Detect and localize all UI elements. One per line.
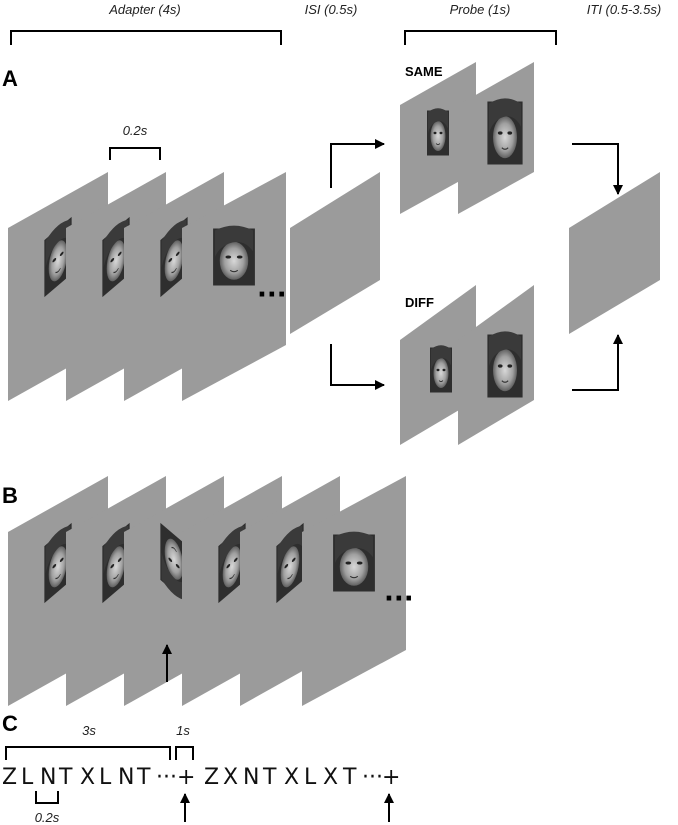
panel-b-frames [8, 476, 406, 706]
seq2-letter: L [304, 765, 317, 790]
isi-label: ISI (0.5s) [305, 2, 358, 17]
seq2-letter: T [342, 765, 357, 790]
seq2-letter: X [323, 765, 338, 790]
iti-label: ITI (0.5-3.5s) [587, 2, 661, 17]
seq1-letter: N [40, 765, 56, 790]
same-label: SAME [405, 64, 443, 79]
diff-probe-frame [458, 285, 534, 445]
seq2-target: + [382, 765, 400, 790]
diff-to-iti-arrow [572, 334, 623, 391]
adapter-label: Adapter (4s) [108, 2, 181, 17]
panel-b-label: B [2, 483, 18, 508]
diff-probe-frame [400, 285, 476, 445]
seq1-letter: T [58, 765, 73, 790]
seq2-ellipsis: ··· [362, 765, 383, 790]
panel-c-label: C [2, 711, 18, 736]
same-probe-frame [458, 62, 534, 214]
seq1-letter: Z [2, 765, 17, 790]
seq2-letter: Z [204, 765, 219, 790]
seq1-letter: N [118, 765, 134, 790]
diff-branch-arrow [330, 344, 385, 390]
adapter-frame [182, 172, 286, 401]
letter-sequence-1: Z L N T X L N T ··· + [2, 765, 195, 790]
diff-label: DIFF [405, 295, 434, 310]
seq1-letter: T [136, 765, 151, 790]
seq2-letter: X [284, 765, 299, 790]
seq2-letter: X [223, 765, 238, 790]
seq1-ellipsis: ··· [156, 765, 177, 790]
duration-1s-bracket [175, 746, 194, 760]
letter-sequence-2: Z X N T X L X T ··· + [204, 765, 400, 790]
isi-blank-frame [290, 172, 380, 334]
stream-ellipsis: ··· [384, 584, 414, 614]
adapter-ellipsis: ··· [257, 280, 287, 310]
iti-blank-frame [569, 172, 660, 334]
same-branch-arrow [330, 139, 385, 188]
same-probe-frame [400, 62, 476, 214]
interval-bracket [109, 147, 161, 160]
panel-a-label: A [2, 66, 18, 91]
same-probe-frames [400, 62, 534, 214]
seq1-letter: L [21, 765, 34, 790]
adapter-bracket [10, 30, 282, 45]
same-to-iti-arrow [572, 143, 623, 195]
diff-probe-frames [400, 285, 534, 445]
probe-bracket [404, 30, 557, 45]
letter-interval-bracket [35, 791, 59, 804]
probe-label: Probe (1s) [450, 2, 511, 17]
duration-3s-bracket [5, 746, 171, 760]
adapter-frames [8, 172, 286, 401]
duration-3s-label: 3s [82, 723, 96, 738]
seq1-letter: L [99, 765, 112, 790]
duration-1s-label: 1s [176, 723, 190, 738]
seq2-letter: N [243, 765, 259, 790]
interval-label: 0.2s [123, 123, 148, 138]
seq1-letter: X [80, 765, 95, 790]
seq1-target: + [177, 765, 195, 790]
stream-frame [302, 476, 406, 706]
seq2-letter: T [262, 765, 277, 790]
letter-interval-label: 0.2s [35, 810, 60, 825]
